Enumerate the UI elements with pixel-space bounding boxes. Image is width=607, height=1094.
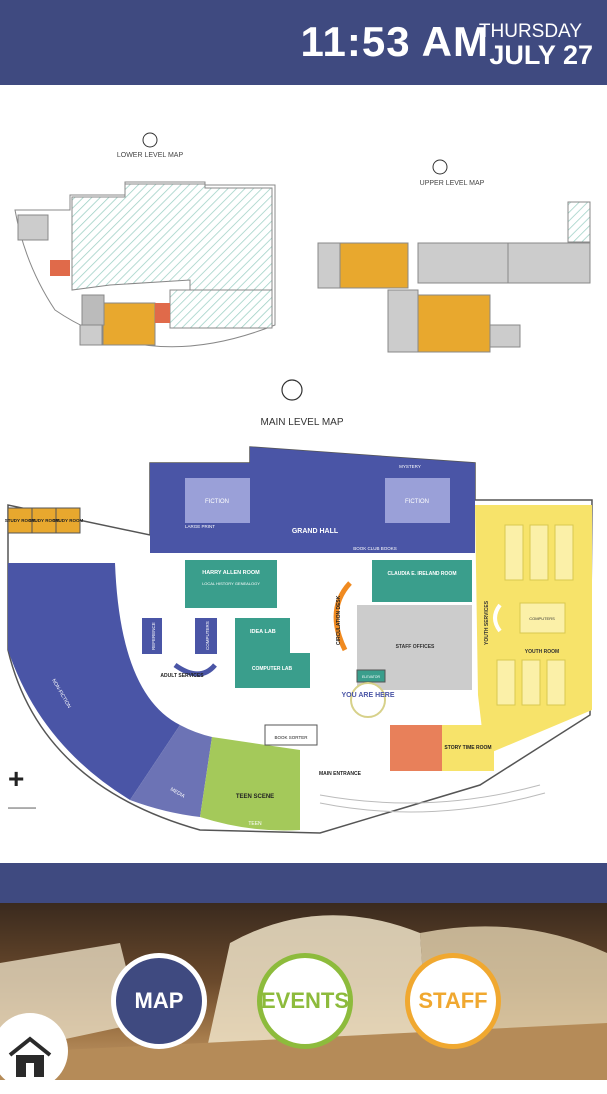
reference-label: REFERENCE [151,622,156,650]
media-area[interactable] [130,725,212,817]
computers-label: COMPUTERS [205,621,210,650]
local-history-label: LOCAL HISTORY GENEALOGY [202,581,260,586]
fiction-label-left: FICTION [205,499,229,505]
study-room-2[interactable]: STUDY ROOM [29,518,60,523]
zoom-in-button[interactable]: + [8,763,25,794]
teen-scene-label: TEEN SCENE [236,794,274,800]
fiction-label-right: FICTION [405,499,429,505]
computer-lab-label: COMPUTER LAB [252,666,293,672]
home-button[interactable] [0,1013,68,1089]
mystery-label: MYSTERY [399,464,421,469]
bpl-logo-icon [142,132,158,148]
footer-band [0,863,607,903]
non-fiction-area[interactable] [8,563,180,800]
study-room-3[interactable]: STUDY ROOM [53,518,84,523]
zoom-out-button[interactable]: — [8,790,36,821]
grand-hall-label: GRAND HALL [292,528,339,535]
restrooms [390,725,442,771]
home-icon [8,1036,52,1077]
clock-day: THURSDAY [478,21,582,42]
main-level-title: MAIN LEVEL MAP [261,417,344,428]
computers-area[interactable] [195,618,217,654]
teen-scene-area[interactable] [200,737,300,831]
youth-services-label[interactable]: YOUTH SERVICES [484,600,490,645]
main-entrance-label: MAIN ENTRANCE [319,771,362,777]
events-button[interactable]: EVENTS [257,953,353,1049]
story-time-room[interactable] [442,725,494,771]
bpl-logo-icon [432,159,448,175]
bpl-logo-icon [281,379,303,401]
upper-level-title: UPPER LEVEL MAP [420,180,485,187]
lower-level-map[interactable]: LOWER LEVEL MAP [14,132,276,348]
computer-lab[interactable] [235,653,310,688]
grand-hall-area[interactable] [150,447,475,553]
adult-services-label[interactable]: ADULT SERVICES [160,673,204,679]
elevator-label: ELEVATOR [362,675,381,679]
staff-button[interactable]: STAFF [405,953,501,1049]
youth-computers-label: COMPUTERS [529,616,555,621]
circulation-desk-label[interactable]: CIRCULATION DESK [336,595,342,645]
book-sorter-label: BOOK SORTER [275,735,309,740]
clock-time: 11:53 AM [300,18,489,65]
lower-level-title: LOWER LEVEL MAP [117,152,184,159]
claudia-ireland-room[interactable] [372,560,472,602]
map-button[interactable]: MAP [111,953,207,1049]
youth-room-label: YOUTH ROOM [525,649,559,655]
main-level-map[interactable]: MAIN LEVEL MAP FICTION FICTION GRAND HAL… [5,379,593,834]
reference-area[interactable] [142,618,162,654]
staff-offices-label: STAFF OFFICES [396,644,435,650]
harry-allen-room[interactable] [185,560,277,608]
teen-label: TEEN [248,821,262,827]
you-are-here-label: YOU ARE HERE [341,692,394,699]
harry-allen-label: HARRY ALLEN ROOM [202,570,260,576]
map-viewport[interactable]: LOWER LEVEL MAP UPPER LEVEL MAP [0,85,607,863]
library-map[interactable]: LOWER LEVEL MAP UPPER LEVEL MAP [0,85,607,863]
study-rooms[interactable]: STUDY ROOM STUDY ROOM STUDY ROOM [5,507,84,534]
clock-date: JULY 27 [489,40,593,70]
idea-lab-label: IDEA LAB [250,629,276,635]
book-club-label: BOOK CLUB BOOKS [353,546,397,551]
upper-level-map[interactable]: UPPER LEVEL MAP [317,159,591,353]
you-are-here-marker [350,682,386,718]
claudia-ireland-label: CLAUDIA E. IRELAND ROOM [388,571,457,577]
book-sorter [264,724,318,746]
idea-lab[interactable] [235,618,290,653]
top-bar: 11:53 AM THURSDAY JULY 27 [0,0,607,85]
large-print-label: LARGE PRINT [185,524,215,529]
story-time-label: STORY TIME ROOM [444,745,491,751]
study-room-1[interactable]: STUDY ROOM [5,518,36,523]
